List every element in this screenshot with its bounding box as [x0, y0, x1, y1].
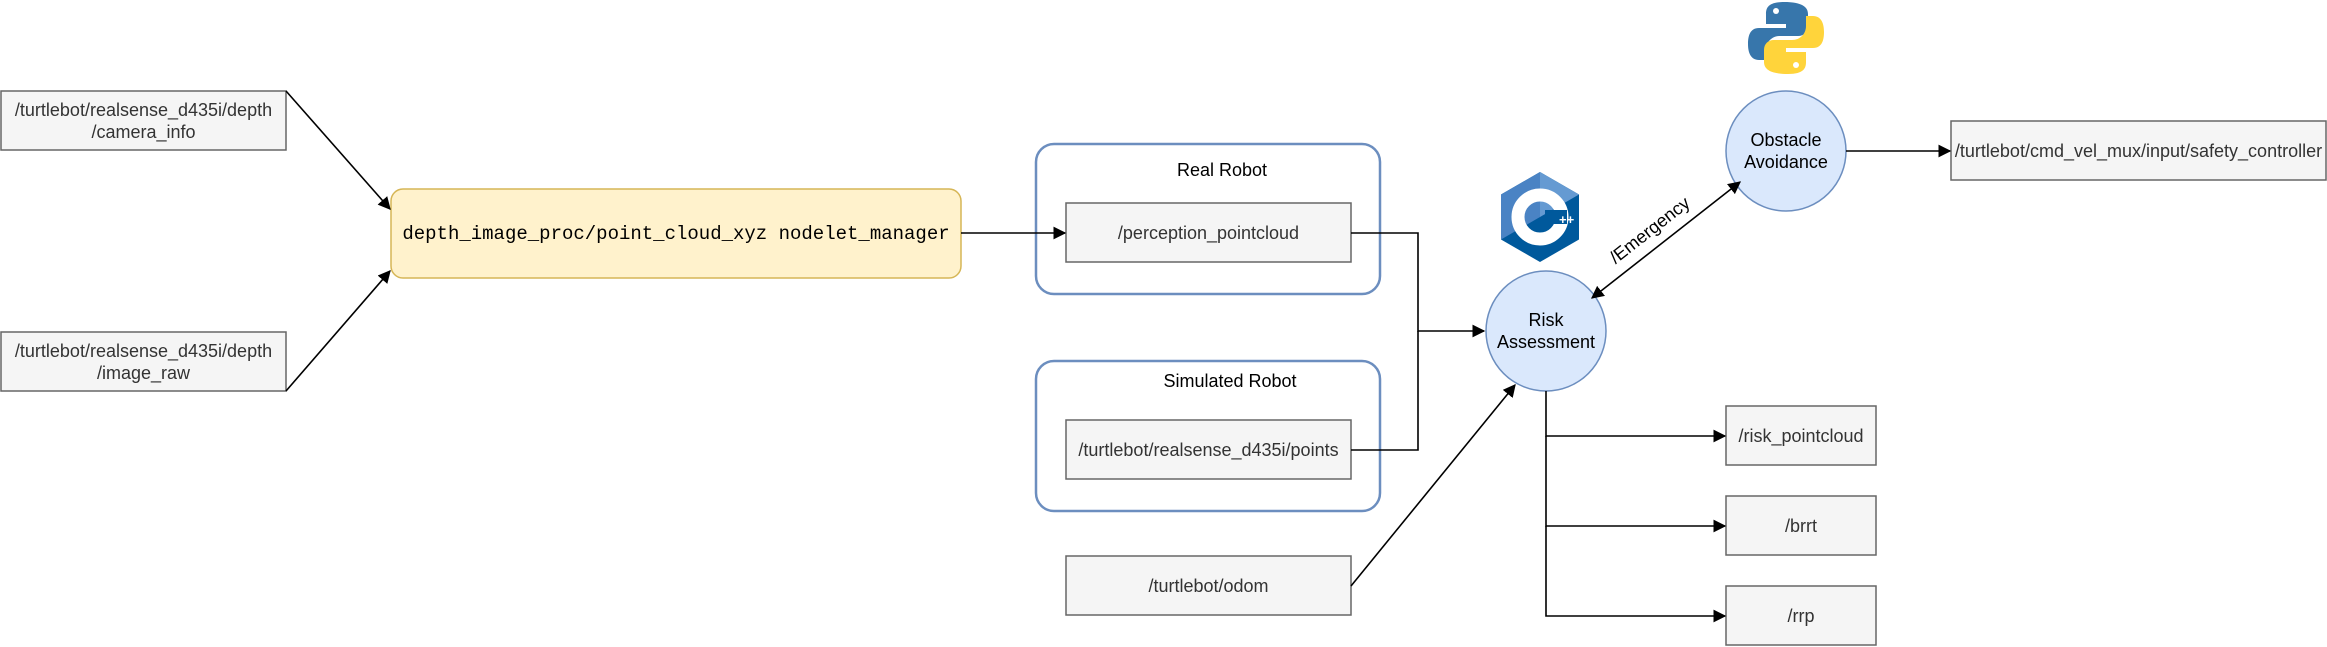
risk-pointcloud-topic-label: /risk_pointcloud [1738, 425, 1864, 446]
realsense-points-topic-box [1065, 419, 1352, 480]
python-logo-icon [1748, 2, 1824, 74]
edge-camera-info-to-manager [285, 90, 391, 210]
edge-perception-to-risk [1351, 232, 1486, 338]
perception-pointcloud-topic-label: /perception_pointcloud [1117, 222, 1300, 243]
image-raw-topic-box [0, 331, 287, 392]
edge-risk-to-rrp [1545, 526, 1727, 623]
realsense-points-topic-label: /turtlebot/realsense_d435i/points [1078, 439, 1339, 460]
rrp-topic-label: /rrp [1787, 605, 1815, 626]
safety-controller-topic-box [1950, 120, 2327, 181]
edge-risk-to-brrt [1545, 436, 1727, 533]
edge-odom-to-risk [1350, 384, 1516, 587]
nodelet-manager-label: depth_image_proc/point_cloud_xyz nodelet… [402, 222, 950, 245]
risk-assessment-label: Risk Assessment [1496, 310, 1596, 352]
image-raw-topic-label: /turtlebot/realsense_d435i/depth /image_… [14, 340, 273, 383]
camera-info-topic-box [0, 90, 287, 151]
safety-controller-topic-label: /turtlebot/cmd_vel_mux/input/safety_cont… [1954, 140, 2323, 161]
camera-info-topic-label: /turtlebot/realsense_d435i/depth /camera… [14, 99, 273, 142]
odom-topic-box [1065, 555, 1352, 616]
edge-points-to-risk [1351, 331, 1419, 451]
edge-risk-to-risk-pointcloud [1545, 391, 1727, 443]
odom-topic-label: /turtlebot/odom [1148, 575, 1269, 596]
real-robot-group-title: Real Robot [1176, 160, 1268, 180]
edge-image-raw-to-manager [285, 270, 391, 392]
simulated-robot-group-title: Simulated Robot [1163, 371, 1297, 391]
cpp-logo-icon: ++ [1501, 172, 1579, 262]
brrt-topic-label: /brrt [1784, 515, 1817, 536]
edge-emergency-bidirectional [1590, 181, 1742, 299]
rrp-topic-box [1725, 585, 1877, 646]
brrt-topic-box [1725, 495, 1877, 556]
obstacle-avoidance-label: Obstacle Avoidance [1744, 130, 1828, 172]
risk-pointcloud-topic-box [1725, 405, 1877, 466]
svg-text:++: ++ [1559, 212, 1575, 227]
